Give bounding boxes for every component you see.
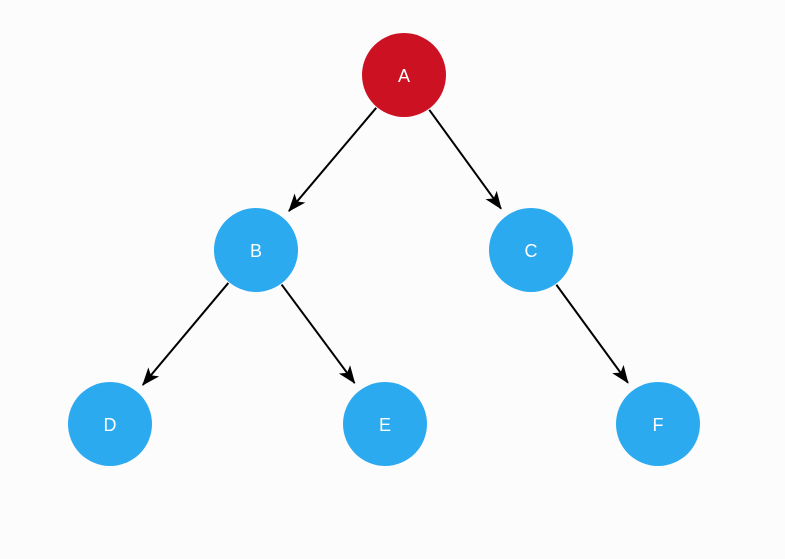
node-c[interactable]: C	[489, 208, 573, 292]
edge-a-to-c	[428, 109, 502, 210]
nodes-layer: A B C D E F	[68, 33, 700, 466]
node-d[interactable]: D	[68, 382, 152, 466]
edge-c-to-f	[555, 284, 629, 384]
node-circle-b[interactable]	[214, 208, 298, 292]
node-a[interactable]: A	[362, 33, 446, 117]
edge-b-to-e	[280, 283, 356, 384]
node-e[interactable]: E	[343, 382, 427, 466]
node-circle-a[interactable]	[362, 33, 446, 117]
edge-a-to-b	[288, 107, 377, 212]
node-circle-c[interactable]	[489, 208, 573, 292]
node-circle-e[interactable]	[343, 382, 427, 466]
node-f[interactable]: F	[616, 382, 700, 466]
edge-b-to-d	[142, 282, 230, 386]
node-circle-f[interactable]	[616, 382, 700, 466]
node-b[interactable]: B	[214, 208, 298, 292]
node-circle-d[interactable]	[68, 382, 152, 466]
edges-layer	[142, 107, 629, 386]
